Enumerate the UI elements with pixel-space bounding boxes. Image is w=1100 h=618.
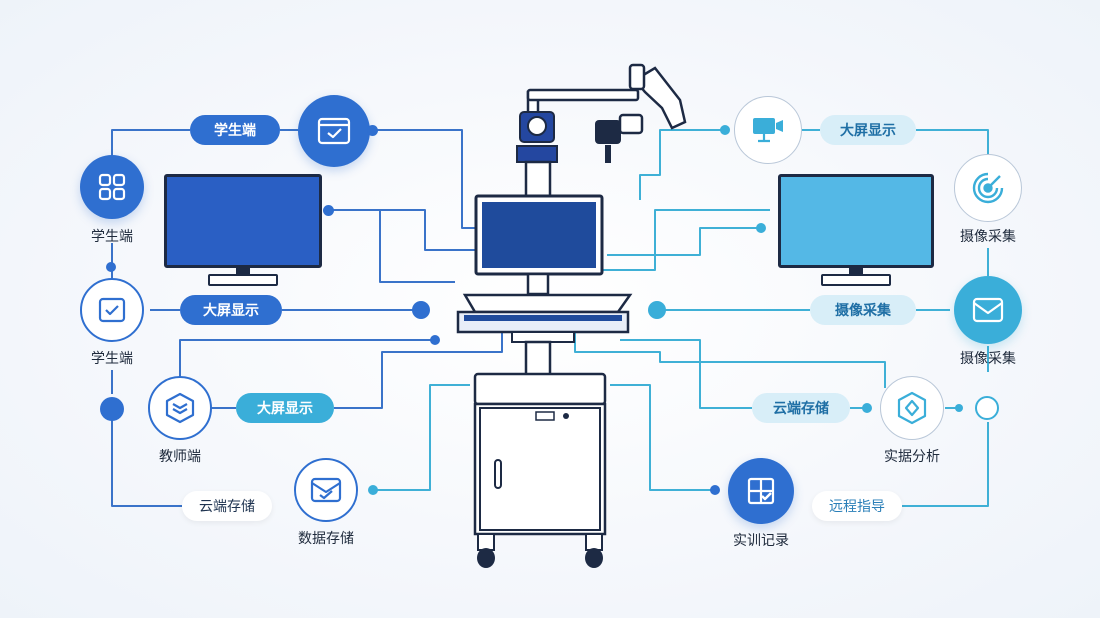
right-monitor-neck: [849, 268, 863, 278]
cloud-storage-pill-right[interactable]: 云端存储: [752, 393, 850, 423]
wire-right-1: [639, 129, 725, 200]
wire-right-5: [602, 209, 770, 271]
bigscreen-pill-left[interactable]: 大屏显示: [180, 295, 282, 325]
left-junction-dot-1: [367, 125, 378, 136]
record-label: 实训记录: [733, 533, 789, 549]
cart-pole-lower: [524, 340, 552, 380]
right-junction-dot-3: [648, 301, 666, 319]
wire-right-3: [916, 129, 989, 156]
cabinet-top: [473, 372, 607, 406]
arm-elbow: [618, 113, 644, 135]
check-box-icon[interactable]: [80, 278, 144, 342]
right-monitor-screen: [778, 174, 934, 268]
envelope-icon[interactable]: [954, 276, 1022, 344]
right-junction-dot-6: [710, 485, 720, 495]
arm-joint: [633, 66, 687, 130]
left-junction-dot-5: [430, 335, 440, 345]
arm-horizontal: [526, 88, 640, 102]
wire-right-4: [607, 227, 760, 256]
check-card-icon[interactable]: [298, 95, 370, 167]
apps-grid-icon[interactable]: [80, 155, 144, 219]
student-pill[interactable]: 学生端: [190, 115, 280, 145]
teacher-label: 教师端: [159, 449, 201, 465]
wire-right-10: [574, 330, 886, 388]
bigscreen-pill-right[interactable]: 大屏显示: [820, 115, 916, 145]
cloud-storage-pill-left[interactable]: 云端存储: [182, 491, 272, 521]
left-monitor-foot: [208, 274, 278, 286]
student-label-2: 学生端: [91, 351, 133, 367]
caster-right-mount: [585, 533, 603, 551]
right-junction-dot-4: [862, 403, 872, 413]
right-junction-dot-5: [955, 404, 963, 412]
cart-monitor-neck: [526, 272, 550, 296]
caster-right-wheel: [585, 548, 603, 568]
wire-right-14: [902, 422, 989, 507]
diamond-shield-icon[interactable]: [880, 376, 944, 440]
right-junction-dot-2: [756, 223, 766, 233]
data-storage-label: 数据存储: [298, 531, 354, 547]
student-label-1: 学生端: [91, 229, 133, 245]
cabinet-handle: [494, 459, 502, 489]
bigscreen-pill-left-2[interactable]: 大屏显示: [236, 393, 334, 423]
left-junction-dot-2: [323, 205, 334, 216]
left-monitor: [164, 174, 322, 286]
cart-tray-handle: [511, 331, 575, 343]
cabinet-label-plate: [535, 411, 555, 421]
left-junction-dot-6: [100, 397, 124, 421]
cart-monitor-screen: [482, 202, 596, 268]
wire-left-13: [334, 330, 503, 409]
left-junction-dot-7: [368, 485, 378, 495]
caster-left-wheel: [477, 548, 495, 568]
cart-shelf: [462, 293, 633, 314]
wire-left-9: [179, 339, 436, 386]
wire-left-11: [111, 420, 182, 507]
arm-top-clamp: [628, 63, 646, 91]
wire-left-3: [372, 129, 478, 229]
cabinet-lock: [563, 413, 569, 419]
right-monitor-foot: [821, 274, 891, 286]
cart-keyboard: [464, 315, 622, 321]
left-junction-dot-4: [412, 301, 430, 319]
camera-monitor-icon[interactable]: [734, 96, 802, 164]
remote-guidance-pill[interactable]: 远程指导: [812, 491, 902, 521]
capture-pill[interactable]: 摄像采集: [810, 295, 916, 325]
wire-left-5: [328, 209, 478, 251]
right-junction-dot-1: [720, 125, 730, 135]
envelope-check-icon[interactable]: [294, 458, 358, 522]
capture-label-1: 摄像采集: [960, 229, 1016, 245]
camera-head-left: [516, 111, 558, 163]
camera-head-right: [595, 120, 621, 163]
wire-left-1: [111, 129, 190, 157]
left-junction-dot-3: [106, 262, 116, 272]
left-monitor-neck: [236, 268, 250, 278]
document-check-icon[interactable]: [728, 458, 794, 524]
analysis-label: 实据分析: [884, 449, 940, 465]
wire-right-11: [620, 339, 752, 409]
right-monitor: [778, 174, 934, 286]
wire-right-15: [610, 384, 715, 491]
shield-layers-icon[interactable]: [148, 376, 212, 440]
central-cart-illustration: [456, 63, 687, 568]
capture-label-2: 摄像采集: [960, 351, 1016, 367]
wire-left-6: [379, 210, 455, 283]
caster-left-mount: [477, 533, 495, 551]
left-monitor-screen: [164, 174, 322, 268]
wire-left-14: [373, 384, 470, 491]
right-junction-ring: [975, 396, 999, 420]
target-icon[interactable]: [954, 154, 1022, 222]
